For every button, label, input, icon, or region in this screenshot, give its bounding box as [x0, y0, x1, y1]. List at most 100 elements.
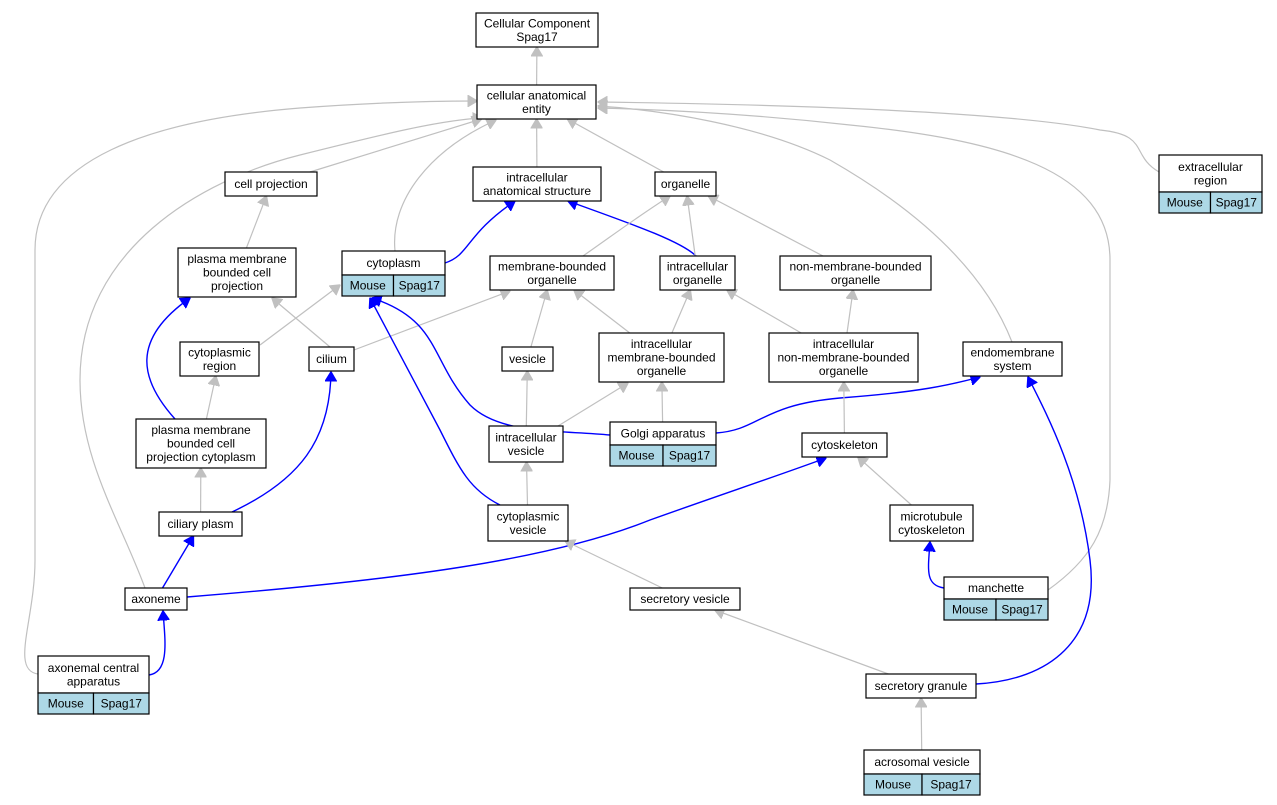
node-label: intracellular — [813, 337, 874, 351]
node-box — [37, 655, 150, 694]
node-box — [179, 341, 260, 377]
organism-label: Mouse — [618, 449, 654, 463]
node-inmbo[interactable]: intracellularnon-membrane-boundedorganel… — [768, 332, 919, 383]
node-label: cell projection — [234, 177, 307, 191]
edge-secves-to-cv — [565, 541, 663, 589]
edge-ciliaryplasm-to-cilium — [231, 372, 331, 513]
node-cytoskel[interactable]: cytoskeleton — [801, 432, 888, 458]
node-box — [488, 425, 564, 463]
edge-pmbcp-to-cellproj — [245, 196, 266, 249]
node-box — [472, 166, 602, 202]
annotation-cell — [392, 274, 446, 297]
edge-iv-to-imbo — [557, 383, 628, 427]
node-label: organelle — [831, 273, 881, 287]
edge-acroves-to-secgran — [921, 698, 922, 751]
organism-label: Mouse — [48, 697, 84, 711]
node-cellproj[interactable]: cell projection — [224, 171, 318, 197]
node-organelle[interactable]: organelle — [654, 171, 717, 197]
node-label: vesicle — [508, 444, 545, 458]
node-secgran[interactable]: secretory granule — [865, 673, 977, 699]
edge-axoneme-to-ciliaryplasm — [161, 536, 194, 589]
node-box — [224, 171, 318, 197]
node-label: Golgi apparatus — [621, 427, 706, 441]
edge-cytoplasm-to-ias — [444, 201, 515, 264]
node-label: manchette — [968, 581, 1024, 595]
edge-axoneme-to-cae — [79, 118, 482, 589]
organism-label: Mouse — [350, 279, 386, 293]
edge-secgran-to-secves — [715, 610, 889, 675]
node-label: axoneme — [131, 592, 181, 606]
edge-secgran-to-endomem — [975, 377, 1092, 685]
node-label: organelle — [673, 273, 723, 287]
node-label: Spag17 — [516, 30, 558, 44]
node-label: ciliary plasm — [167, 517, 233, 531]
node-box — [1158, 154, 1263, 193]
node-ciliaryplasm[interactable]: ciliary plasm — [158, 511, 243, 537]
node-box — [889, 504, 974, 542]
node-label: projection cytoplasm — [146, 450, 255, 464]
edge-io-to-organelle — [687, 196, 696, 257]
node-vesicle[interactable]: vesicle — [501, 346, 554, 372]
node-label: plasma membrane — [187, 252, 287, 266]
edge-manchette-to-mtc — [929, 542, 945, 589]
edge-golgi-to-imbo — [662, 382, 663, 423]
node-label: entity — [522, 102, 551, 116]
node-label: bounded cell — [203, 266, 271, 280]
organism-label: Mouse — [875, 778, 911, 792]
node-box — [487, 504, 569, 542]
node-box — [962, 341, 1063, 377]
gene-label: Spag17 — [1001, 603, 1043, 617]
node-label: axonemal central — [48, 661, 139, 675]
node-label: cytoplasmic — [188, 345, 251, 359]
edge-vesicle-to-mbo — [530, 290, 547, 348]
node-label: intracellular — [631, 337, 692, 351]
node-axoneme[interactable]: axoneme — [124, 587, 188, 611]
node-cilium[interactable]: cilium — [308, 346, 355, 372]
node-box — [341, 250, 446, 276]
node-box — [768, 332, 919, 383]
node-label: vesicle — [510, 523, 547, 537]
edge-cytoplasm-to-cae — [394, 120, 496, 252]
node-box — [158, 511, 243, 537]
node-secves[interactable]: secretory vesicle — [629, 587, 741, 611]
node-label: organelle — [527, 273, 577, 287]
node-box — [177, 247, 297, 298]
edge-cv-to-iv — [527, 462, 528, 506]
node-label: cytoskeleton — [811, 438, 878, 452]
annotation-cell — [1209, 191, 1263, 214]
node-label: cytoplasm — [366, 256, 420, 270]
node-label: system — [993, 359, 1031, 373]
edge-imbo-to-mbo — [574, 290, 631, 334]
node-box — [801, 432, 888, 458]
edge-extracell-to-cae — [598, 102, 1160, 173]
annotation-cell — [921, 773, 981, 796]
edges-layer — [24, 47, 1160, 751]
node-label: intracellular — [506, 170, 567, 184]
organism-label: Mouse — [952, 603, 988, 617]
node-box — [629, 587, 741, 611]
gene-label: Spag17 — [669, 449, 711, 463]
annotation-cell — [662, 444, 717, 467]
